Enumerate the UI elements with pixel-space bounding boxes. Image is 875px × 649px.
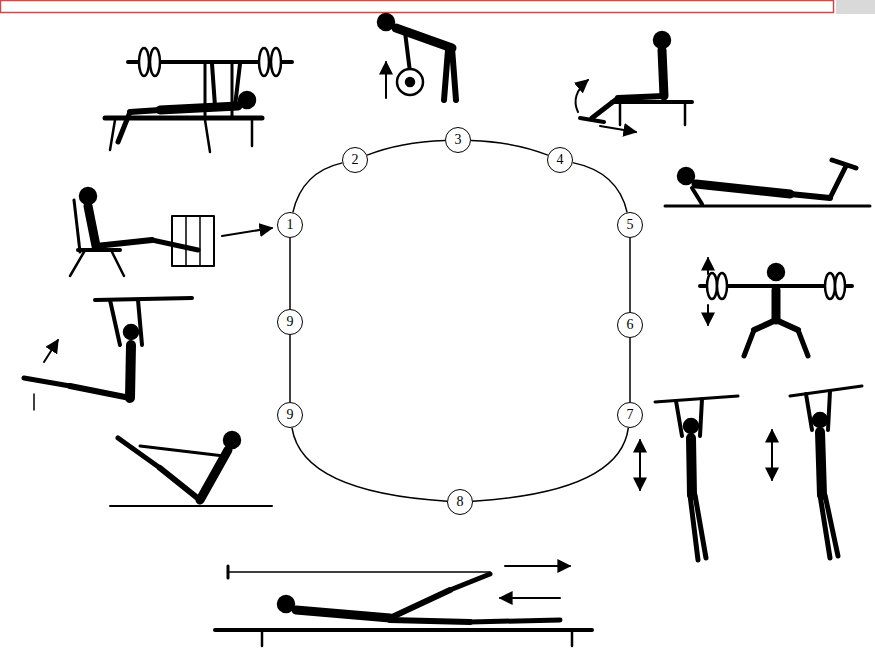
circuit-line <box>473 428 628 501</box>
station-number: 8 <box>457 495 464 509</box>
station-circle: 8 <box>447 489 473 515</box>
hanging-leg-raise-figure <box>24 298 192 410</box>
leg-extension-figure <box>576 32 692 132</box>
bent-over-row-figure <box>378 14 456 100</box>
v-sit-figure <box>110 432 272 506</box>
circuit-line <box>471 140 548 155</box>
station-number: 3 <box>455 133 462 147</box>
station-circle: 2 <box>342 147 368 173</box>
station-number: 2 <box>352 153 359 167</box>
station-circle: 9 <box>277 402 303 428</box>
station-number: 5 <box>627 218 634 232</box>
band-leg-raise-figure <box>215 566 592 646</box>
station-circle: 3 <box>445 127 471 153</box>
station-number: 9 <box>287 408 294 422</box>
leg-press-figure <box>70 188 272 276</box>
station-number: 1 <box>287 218 294 232</box>
circuit-line <box>573 163 627 213</box>
circuit-line <box>367 140 445 155</box>
circuit-line <box>292 428 447 501</box>
station-number: 7 <box>627 408 634 422</box>
leg-curl-figure <box>665 160 870 206</box>
station-circle: 7 <box>617 402 643 428</box>
station-circle: 9 <box>277 309 303 335</box>
station-circle: 6 <box>617 312 643 338</box>
station-circle: 4 <box>547 147 573 173</box>
circuit-line <box>293 163 342 212</box>
circuit-line <box>629 338 631 402</box>
station-number: 6 <box>627 318 634 332</box>
bench-press-figure <box>105 48 292 152</box>
circuit-line <box>289 238 291 309</box>
station-circle: 5 <box>617 212 643 238</box>
circuit-line <box>289 335 291 402</box>
pull-up-figures <box>640 386 862 560</box>
station-number: 4 <box>557 153 564 167</box>
circuit-line <box>629 238 631 312</box>
header-strip <box>1 1 834 13</box>
squat-figure <box>700 258 852 356</box>
station-circle: 1 <box>277 212 303 238</box>
station-number: 9 <box>287 315 294 329</box>
corner-bar <box>836 0 875 14</box>
